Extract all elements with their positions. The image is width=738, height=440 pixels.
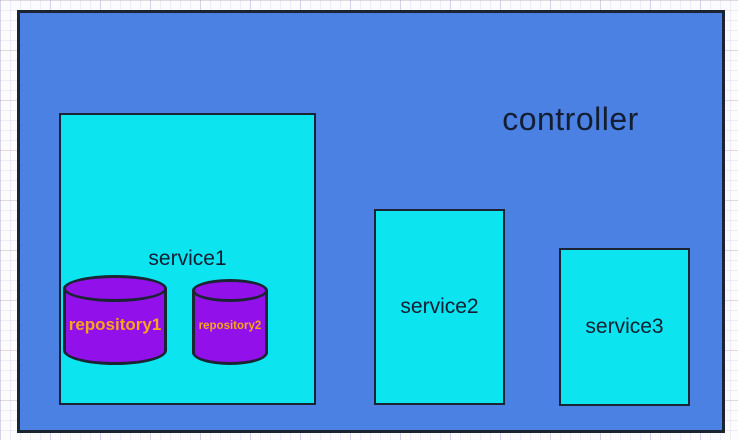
service2-box[interactable]: service2: [374, 209, 505, 405]
service3-label: service3: [585, 315, 664, 338]
repository1-cylinder[interactable]: repository1: [63, 275, 167, 365]
cylinder-top-ellipse: [192, 279, 268, 302]
cylinder-body: [192, 290, 268, 365]
repository2-cylinder[interactable]: repository2: [192, 279, 268, 365]
cylinder-top-ellipse: [63, 275, 167, 302]
controller-label: controller: [502, 101, 639, 137]
controller-box[interactable]: controller service1 repository1 reposito…: [17, 10, 725, 433]
service1-box[interactable]: service1 repository1 repository2: [59, 113, 316, 405]
repository1-label: repository1: [68, 315, 162, 334]
service2-label: service2: [400, 295, 479, 318]
service3-box[interactable]: service3: [559, 248, 690, 406]
service1-label: service1: [148, 247, 227, 270]
repository2-label: repository2: [198, 320, 262, 332]
